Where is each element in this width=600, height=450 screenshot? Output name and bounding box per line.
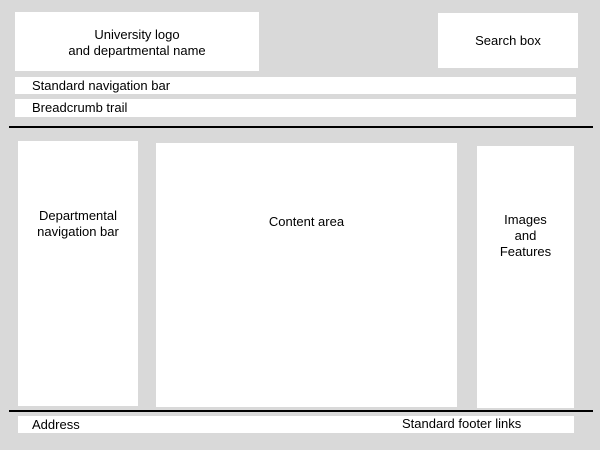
footer-links[interactable]: Standard footer links — [402, 416, 522, 431]
departmental-navigation-bar[interactable]: Departmental navigation bar — [18, 141, 138, 406]
search-box-label: Search box — [475, 32, 541, 48]
standard-navigation-bar[interactable]: Standard navigation bar — [15, 77, 576, 94]
top-divider — [9, 126, 593, 128]
departmental-navigation-label: Departmental navigation bar — [37, 208, 119, 239]
footer-bar: Address Standard footer links — [18, 416, 574, 433]
bottom-divider — [9, 410, 593, 412]
content-area: Content area — [156, 143, 457, 407]
standard-navigation-label: Standard navigation bar — [32, 77, 171, 93]
images-features-panel: Images and Features — [477, 146, 574, 408]
breadcrumb-label: Breadcrumb trail — [32, 100, 128, 115]
images-features-label: Images and Features — [499, 212, 552, 259]
footer-address: Address — [32, 417, 80, 432]
university-logo-box: University logo and departmental name — [15, 12, 259, 71]
search-box[interactable]: Search box — [438, 13, 578, 68]
university-logo-label: University logo and departmental name — [68, 27, 206, 58]
content-area-label: Content area — [268, 214, 345, 229]
breadcrumb[interactable]: Breadcrumb trail — [15, 99, 576, 117]
